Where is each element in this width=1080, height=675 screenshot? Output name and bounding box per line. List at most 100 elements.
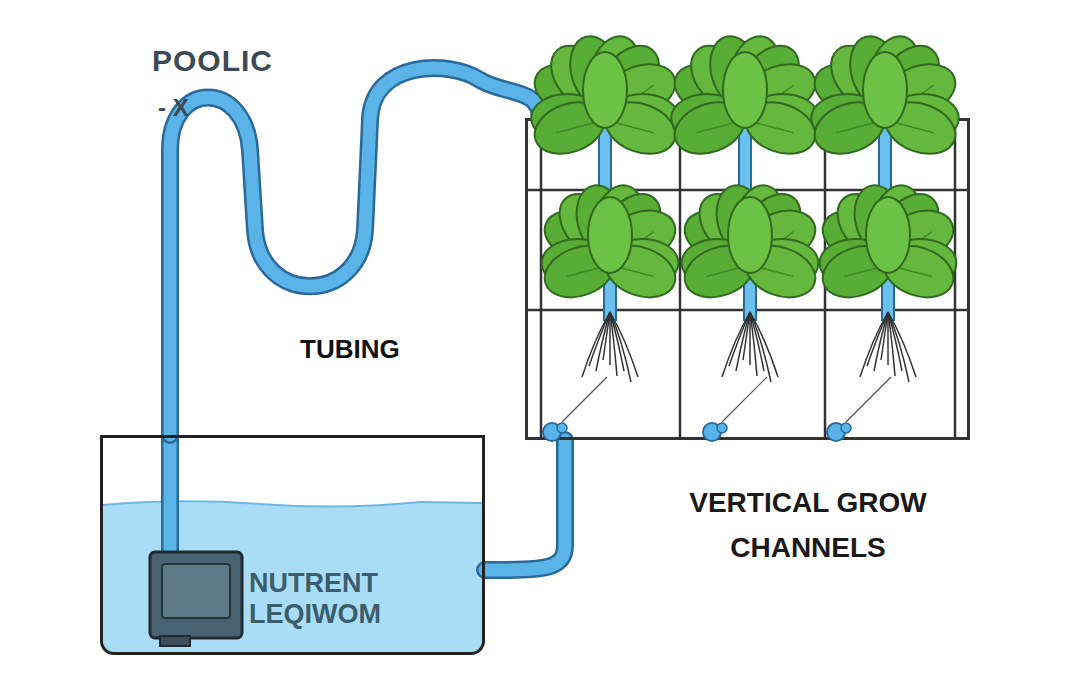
spinach-leaf	[588, 197, 632, 273]
leaf-vein	[556, 120, 605, 133]
drip-line	[722, 377, 767, 422]
plant-root	[750, 312, 764, 371]
leaf-vein	[610, 232, 654, 265]
plant-root	[750, 312, 757, 376]
leaf-vein	[888, 232, 932, 265]
plant-root	[596, 312, 610, 371]
leaf-vein	[836, 85, 885, 120]
spinach-leaf	[816, 237, 900, 307]
spinach-leaf	[678, 237, 762, 307]
leaf-vein	[732, 58, 745, 120]
leaf-vein	[572, 67, 605, 120]
plant-stem	[744, 265, 756, 320]
leaf-vein	[888, 265, 932, 276]
corner-label: POOLIC	[152, 44, 273, 78]
emitter-nozzle	[717, 423, 727, 433]
spinach-leaf	[866, 197, 910, 273]
leaf-vein	[888, 207, 900, 265]
spinach-leaf	[884, 239, 956, 287]
plant-root	[610, 312, 631, 382]
plant-root	[603, 312, 610, 360]
plant-root	[881, 312, 888, 360]
spinach-leaf	[527, 93, 611, 163]
spinach-plant	[816, 180, 961, 382]
channel-shelf	[525, 189, 970, 192]
spinach-leaf	[538, 237, 622, 307]
tube-inner	[164, 437, 177, 556]
spinach-leaf	[682, 239, 754, 287]
spinach-leaf	[588, 34, 671, 120]
leaf-vein	[750, 232, 794, 265]
spinach-leaf	[816, 202, 900, 272]
leaf-vein	[888, 215, 918, 265]
leaf-vein	[706, 232, 750, 265]
leaf-vein	[885, 120, 934, 133]
spinach-leaf	[586, 180, 651, 262]
spinach-leaf	[539, 34, 622, 120]
tube-outline	[485, 440, 565, 570]
pump-screen	[162, 564, 230, 618]
leaf-vein	[750, 263, 796, 265]
spinach-leaf	[582, 31, 647, 113]
spinach-leaf	[527, 55, 611, 125]
spinach-leaf	[722, 31, 787, 113]
spinach-leaf	[598, 55, 682, 125]
spinach-leaf	[876, 237, 960, 307]
plant-stem	[739, 120, 751, 190]
leaf-vein	[844, 265, 888, 276]
spinach-leaf	[738, 93, 822, 163]
spinach-leaf	[606, 239, 678, 287]
leaf-vein	[564, 263, 610, 265]
spinach-leaf	[820, 239, 892, 287]
leaf-vein	[610, 215, 640, 265]
leaf-vein	[610, 263, 656, 265]
leaf-vein	[556, 85, 605, 120]
plant-root	[749, 312, 751, 365]
leaf-vein	[566, 265, 610, 276]
plant-root	[888, 312, 902, 371]
spinach-leaf	[738, 237, 822, 307]
spinach-leaf	[729, 183, 812, 269]
drip-line	[562, 377, 607, 422]
channel-divider	[679, 118, 682, 440]
plant-stem	[879, 120, 891, 190]
spinach-leaf	[726, 180, 791, 262]
leaf-vein	[858, 215, 888, 265]
nutrient-water	[103, 501, 482, 652]
emitter-nozzle	[557, 423, 567, 433]
channel-divider	[824, 118, 827, 440]
channel-caption: VERTICAL GROW CHANNELS	[638, 481, 978, 571]
spinach-leaf	[583, 52, 627, 128]
spinach-leaf	[826, 183, 909, 269]
spinach-leaf	[738, 202, 822, 272]
spinach-leaf	[863, 52, 907, 128]
spinach-leaf	[878, 93, 962, 163]
spinach-leaf	[679, 34, 762, 120]
leaf-vein	[566, 232, 610, 265]
spinach-leaf	[703, 31, 768, 113]
nutrient-reservoir: NUTRENT LEQIWOM	[100, 435, 485, 655]
plant-stem	[882, 265, 894, 320]
leaf-vein	[750, 265, 794, 276]
spinach-leaf	[723, 52, 767, 128]
spinach-leaf	[867, 183, 950, 269]
plant-root	[887, 312, 889, 365]
spinach-leaf	[878, 55, 962, 125]
plant-root	[610, 312, 617, 376]
spinach-plant	[667, 31, 822, 190]
spinach-leaf	[538, 202, 622, 272]
plant-root	[609, 312, 611, 365]
spinach-leaf	[598, 93, 682, 163]
spinach-leaf	[746, 239, 818, 287]
spinach-leaf	[819, 34, 902, 120]
spinach-leaf	[843, 31, 908, 113]
spinach-leaf	[862, 31, 927, 113]
leaf-vein	[842, 263, 888, 265]
leaf-vein	[610, 207, 622, 265]
plant-stem	[604, 265, 616, 320]
tube-inner	[170, 68, 540, 435]
leaf-vein	[704, 263, 750, 265]
tube-outline	[161, 437, 179, 556]
plant-root	[888, 312, 909, 382]
spinach-leaf	[728, 197, 772, 273]
